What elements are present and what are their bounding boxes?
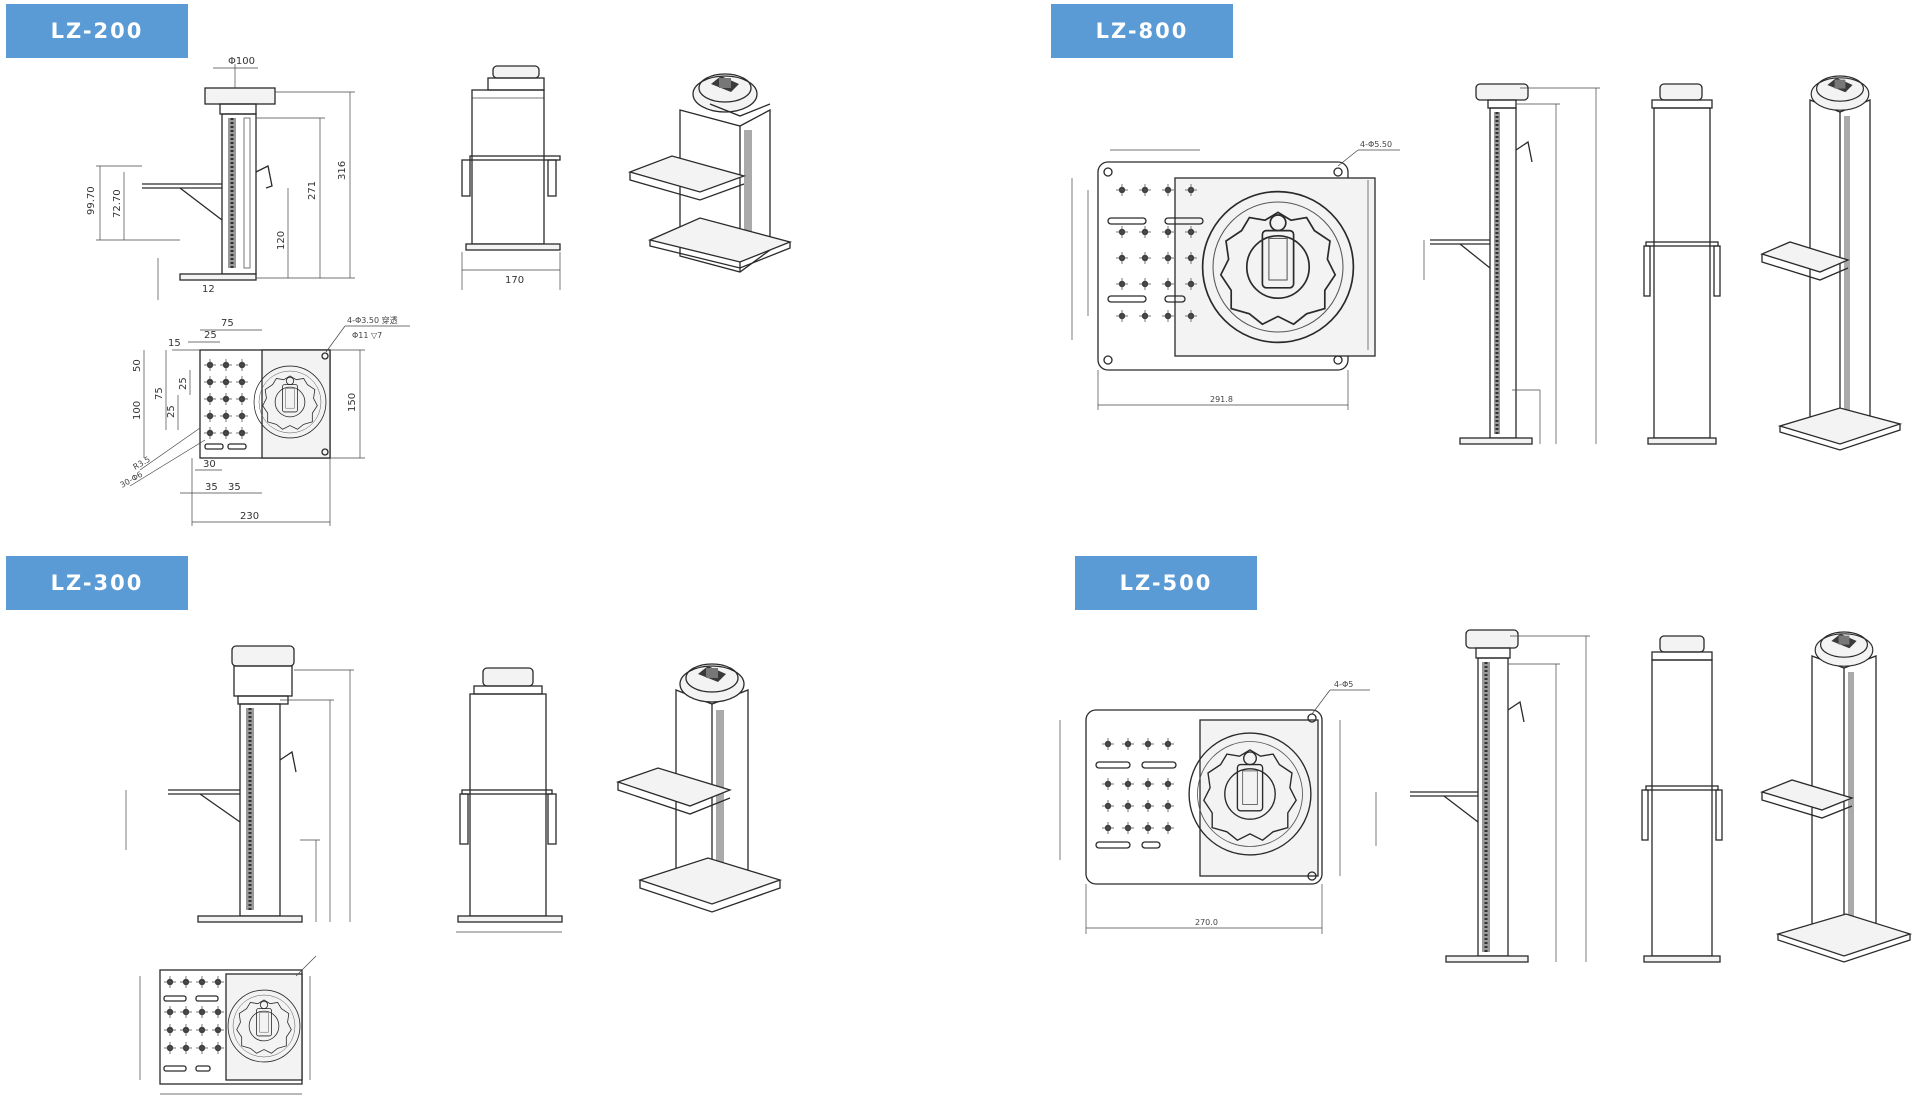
svg-text:99.70: 99.70 (86, 186, 97, 215)
svg-text:12: 12 (202, 284, 215, 295)
lz300-side-view (125, 645, 354, 923)
svg-text:316: 316 (337, 161, 348, 180)
svg-text:15: 15 (168, 338, 181, 349)
svg-text:150: 150 (347, 393, 358, 412)
svg-text:35: 35 (205, 482, 218, 493)
lz300-isometric-view (615, 663, 783, 913)
section-badge-lz500: LZ-500 (1075, 556, 1257, 610)
svg-text:25: 25 (178, 377, 189, 390)
svg-text:120: 120 (276, 231, 287, 250)
svg-text:25: 25 (204, 330, 217, 341)
svg-text:170: 170 (505, 275, 524, 286)
section-badge-lz800: LZ-800 (1051, 4, 1233, 58)
svg-text:100: 100 (132, 401, 143, 420)
svg-text:Φ11 ▽7: Φ11 ▽7 (352, 331, 382, 340)
lz800-isometric-view (1760, 75, 1903, 451)
svg-text:75: 75 (221, 318, 234, 329)
lz500-front-view (1641, 635, 1723, 963)
svg-text:4-Φ3.50 穿透: 4-Φ3.50 穿透 (347, 315, 398, 325)
lz800-side-view (1423, 83, 1600, 445)
lz200-front-view: 170 (461, 65, 561, 290)
lz500-top-view: 270.0 4-Φ5 (1059, 680, 1370, 934)
lz500-side-view (1375, 629, 1590, 963)
svg-text:25: 25 (166, 405, 177, 418)
lz200-side-view: Φ100 316 271 120 99.70 72.70 12 (86, 56, 355, 300)
lz800-top-view: 291.8 4-Φ5.50 (1071, 140, 1400, 410)
svg-text:72.70: 72.70 (112, 189, 123, 218)
svg-text:50: 50 (132, 359, 143, 372)
lz300-front-view (456, 667, 563, 933)
svg-text:75: 75 (154, 387, 165, 400)
svg-text:Φ100: Φ100 (228, 56, 255, 67)
lz800-front-view (1643, 83, 1721, 445)
svg-text:270.0: 270.0 (1195, 918, 1218, 927)
section-badge-lz200: LZ-200 (6, 4, 188, 58)
lz300-top-view (139, 955, 317, 1095)
lz200-isometric-view (627, 73, 793, 273)
svg-text:4-Φ5.50: 4-Φ5.50 (1360, 140, 1392, 149)
section-badge-lz300: LZ-300 (6, 556, 188, 610)
svg-text:271: 271 (307, 181, 318, 200)
lz200-top-view: 75 25 15 50 25 75 100 25 150 30 35 35 23… (119, 315, 410, 526)
svg-text:230: 230 (240, 511, 259, 522)
lz500-isometric-view (1760, 631, 1913, 963)
svg-text:35: 35 (228, 482, 241, 493)
svg-text:4-Φ5: 4-Φ5 (1334, 680, 1353, 689)
svg-text:291.8: 291.8 (1210, 395, 1233, 404)
svg-text:30: 30 (203, 459, 216, 470)
svg-text:30-Φ6: 30-Φ6 (119, 470, 145, 490)
